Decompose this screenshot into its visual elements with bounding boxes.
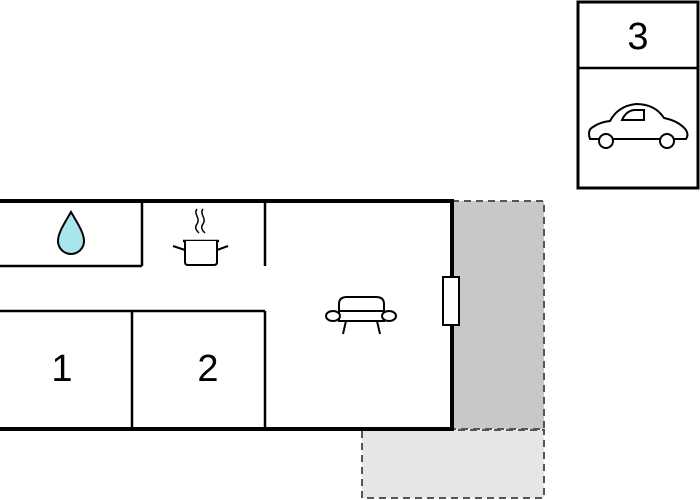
room-label-3: 3 — [627, 16, 648, 58]
car-icon — [588, 102, 689, 149]
room-label-2: 2 — [197, 348, 218, 390]
garage: 3 — [576, 0, 700, 190]
terrace — [451, 200, 545, 430]
outdoor-area — [361, 429, 545, 499]
terrace-door — [442, 276, 460, 326]
cooking-pot-icon — [172, 208, 229, 266]
sofa-icon — [325, 296, 397, 335]
water-drop-icon — [56, 210, 86, 255]
room-label-1: 1 — [51, 348, 72, 390]
